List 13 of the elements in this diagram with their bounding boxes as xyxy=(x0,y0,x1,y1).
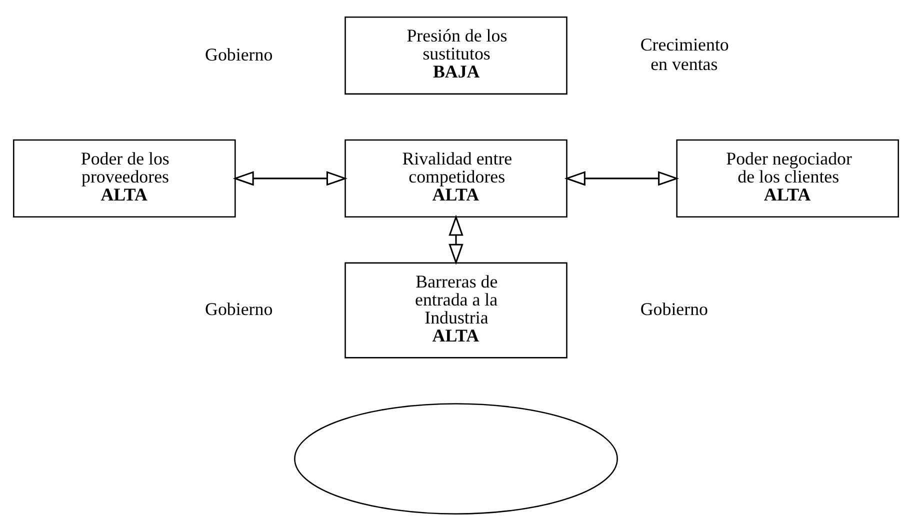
label: Gobierno xyxy=(640,298,708,319)
node-box: Rivalidad entre competidores ALTA xyxy=(344,138,568,217)
node-box: Presión de los sustitutos BAJA xyxy=(344,16,568,94)
node-box: Poder de los proveedores ALTA xyxy=(13,138,236,217)
arrow xyxy=(564,170,680,186)
label: Gobierno xyxy=(205,298,273,319)
arrow xyxy=(232,170,348,186)
node-ellipse xyxy=(294,402,618,514)
node-box: Poder negociador de los clientes ALTA xyxy=(676,138,899,217)
label: Crecimiento en ventas xyxy=(640,34,729,74)
label: Gobierno xyxy=(205,44,273,64)
node-box: Barreras de entrada a la Industria ALTA xyxy=(344,262,568,358)
arrow xyxy=(448,214,464,264)
